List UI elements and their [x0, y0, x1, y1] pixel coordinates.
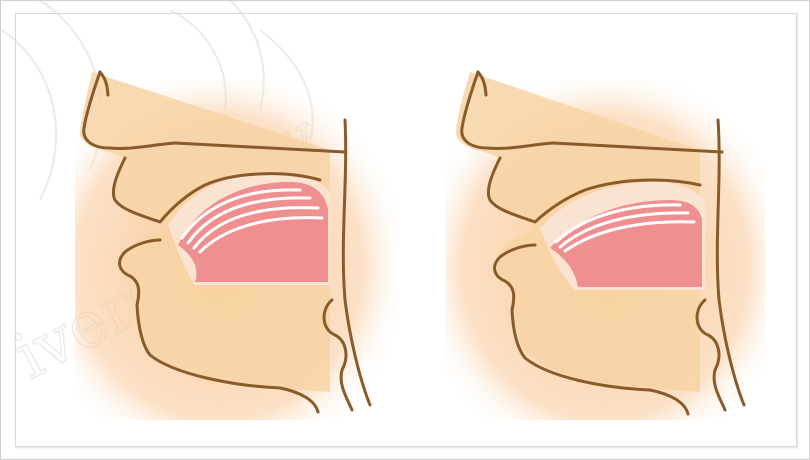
left-head-profile	[75, 72, 395, 420]
right-head-profile	[445, 72, 765, 420]
